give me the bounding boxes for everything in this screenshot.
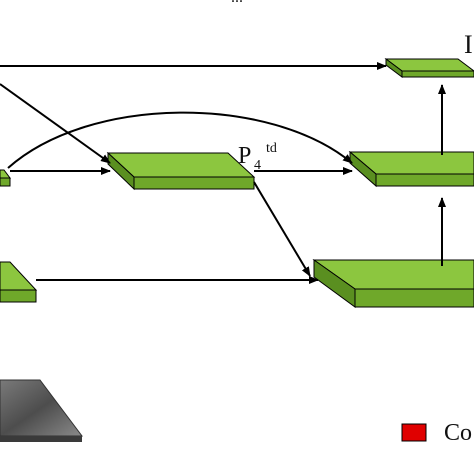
arrows (0, 62, 446, 284)
layer-mid-right (348, 150, 474, 188)
layer-p4-td (106, 151, 256, 191)
legend: Co (401, 420, 472, 446)
layer-bottom-right (312, 259, 474, 308)
layer-left-bottom (0, 261, 38, 303)
legend-swatch (401, 423, 427, 442)
p4-base: P (238, 143, 251, 169)
layer-left-mid (0, 169, 11, 187)
arrow-curved-skip (7, 111, 353, 169)
layer-top-right (384, 58, 474, 78)
label-p4-td: P 4 td (238, 141, 277, 173)
label-top-right-letter: I (464, 30, 473, 59)
legend-text: Co (444, 420, 472, 446)
cropped-caption: ... (231, 0, 243, 6)
p4-sub: 4 (254, 158, 261, 173)
arrow-p4td-to-bottom-right (253, 181, 311, 277)
p4-sup: td (266, 141, 277, 156)
arrow-top-down-to-p4td (0, 83, 111, 164)
input-image-patch (0, 379, 83, 442)
